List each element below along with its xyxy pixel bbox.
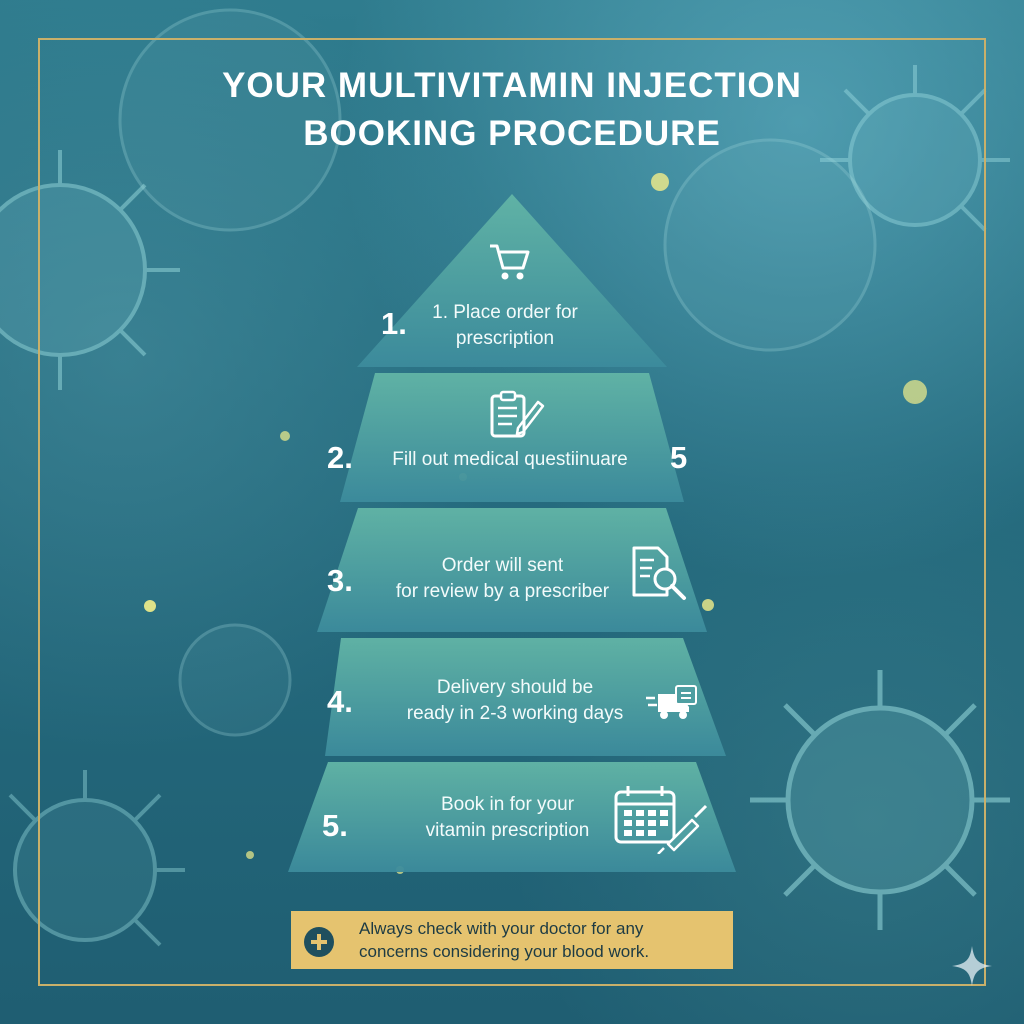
step-2-line-1: Fill out medical questiinuare <box>365 447 655 473</box>
side-number: 5 <box>670 440 687 476</box>
sparkle-icon <box>950 944 994 988</box>
step-1-line-1: 1. Place order for <box>400 300 610 326</box>
step-5-line-1: Book in for your <box>385 792 630 818</box>
calendar-syringe-icon <box>612 782 712 854</box>
step-5-text: Book in for your vitamin prescription <box>385 792 630 844</box>
step-3-number: 3. <box>327 563 353 599</box>
step-4-number: 4. <box>327 684 353 720</box>
delivery-truck-icon <box>646 684 698 724</box>
step-5-number: 5. <box>322 808 348 844</box>
step-4-line-2: ready in 2-3 working days <box>385 701 645 727</box>
disclaimer-line-2: concerns considering your blood work. <box>359 940 729 963</box>
step-2-text: Fill out medical questiinuare <box>365 447 655 473</box>
step-3-line-2: for review by a prescriber <box>370 579 635 605</box>
plus-circle-icon <box>304 927 334 957</box>
step-1-text: 1. Place order for prescription <box>400 300 610 352</box>
shopping-cart-icon <box>487 240 531 284</box>
disclaimer-line-1: Always check with your doctor for any <box>359 917 729 940</box>
disclaimer-banner: Always check with your doctor for any co… <box>291 911 733 969</box>
document-search-icon <box>630 544 690 604</box>
clipboard-pen-icon <box>488 390 546 440</box>
disclaimer-text: Always check with your doctor for any co… <box>359 917 729 963</box>
step-3-text: Order will sent for review by a prescrib… <box>370 553 635 605</box>
step-3-line-1: Order will sent <box>370 553 635 579</box>
step-1-line-2: prescription <box>400 326 610 352</box>
step-4-text: Delivery should be ready in 2-3 working … <box>385 675 645 727</box>
step-4-line-1: Delivery should be <box>385 675 645 701</box>
step-2-number: 2. <box>327 440 353 476</box>
step-5-line-2: vitamin prescription <box>385 818 630 844</box>
